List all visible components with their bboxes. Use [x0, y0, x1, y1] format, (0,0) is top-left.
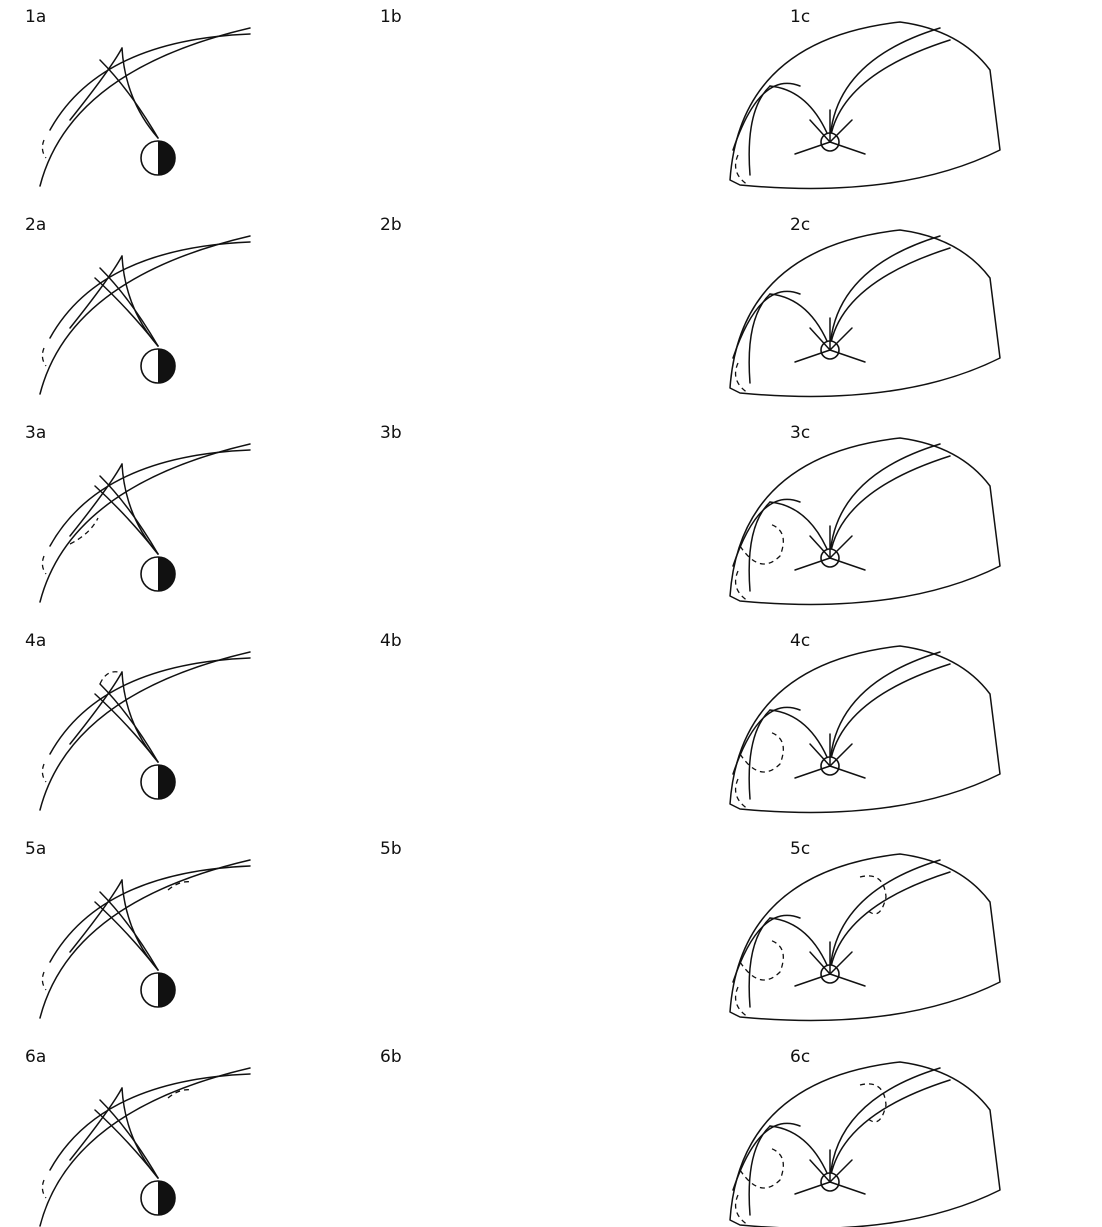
panel-4c: 4c: [790, 575, 1102, 863]
panel-label: 1b: [380, 7, 402, 27]
panel-3a: 3a: [25, 423, 250, 602]
magnetopause-inner-line: [50, 866, 250, 962]
panel-label: 2c: [790, 215, 810, 235]
earth-night-side: [158, 557, 175, 591]
field-line: [749, 86, 770, 175]
reconnection-region: [736, 155, 748, 185]
magnetosphere-outline: [730, 438, 1000, 604]
panel-label: 6b: [380, 1047, 402, 1067]
field-line: [830, 236, 940, 348]
panel-5a: 5a: [25, 839, 250, 1018]
panel-1b: 1b: [380, 7, 1000, 188]
field-line: [749, 1126, 770, 1215]
panel-4b: 4b: [380, 631, 1000, 812]
field-line: [733, 499, 800, 566]
panel-5b: 5b: [380, 839, 1000, 1020]
panel-label: 1a: [25, 7, 46, 27]
field-line: [733, 83, 800, 150]
axis-arrow: [830, 1160, 852, 1182]
panel-label: 6a: [25, 1047, 46, 1067]
panel-label: 5b: [380, 839, 402, 859]
field-line: [830, 28, 940, 140]
panel-label: 3b: [380, 423, 402, 443]
magnetopause-inner-line: [50, 242, 250, 338]
panel-label: 2b: [380, 215, 402, 235]
magnetopause-inner-line: [50, 658, 250, 754]
field-line: [830, 444, 940, 556]
earth-night-side: [158, 765, 175, 799]
panel-6a: 6a: [25, 1047, 250, 1226]
field-line: [733, 915, 800, 982]
axis-arrow: [810, 328, 830, 350]
field-line: [830, 652, 940, 764]
panel-label: 4c: [790, 631, 810, 651]
panel-label: 4a: [25, 631, 46, 651]
panel-2a: 2a: [25, 215, 250, 394]
axis-arrow: [830, 536, 852, 558]
dashed-segment: [168, 1090, 192, 1098]
axis-arrow: [830, 744, 852, 766]
reconnection-region: [736, 987, 748, 1017]
magnetosphere-outline: [730, 1062, 1000, 1227]
dashed-segment: [42, 1180, 46, 1198]
dashed-segment: [168, 882, 192, 890]
reconnection-region: [736, 571, 748, 601]
earth-night-side: [158, 349, 175, 383]
earth-night-side: [158, 141, 175, 175]
panel-2c: 2c: [790, 159, 1102, 447]
dashed-segment: [42, 348, 46, 366]
field-line: [733, 291, 800, 358]
magnetosphere-outline: [730, 22, 1000, 188]
earth-night-side: [158, 1181, 175, 1215]
panel-label: 5a: [25, 839, 46, 859]
magnetosphere-outline: [730, 646, 1000, 812]
field-line: [733, 1123, 800, 1190]
panel-label: 2a: [25, 215, 46, 235]
axis-arrow: [830, 952, 852, 974]
field-line: [733, 707, 800, 774]
field-line: [830, 860, 940, 972]
panel-1a: 1a: [25, 7, 250, 186]
magnetosphere-outline: [730, 854, 1000, 1020]
panel-label: 3a: [25, 423, 46, 443]
dashed-segment: [42, 140, 46, 158]
panel-label: 3c: [790, 423, 810, 443]
field-line: [749, 918, 770, 1007]
dashed-segment: [42, 764, 46, 782]
field-line: [749, 502, 770, 591]
panel-5c: 5c: [790, 783, 1102, 1071]
axis-arrow: [830, 328, 852, 350]
field-line: [749, 710, 770, 799]
reconnection-region: [736, 779, 748, 809]
axis-arrow: [810, 744, 830, 766]
panel-2b: 2b: [380, 215, 1000, 396]
panel-3c: 3c: [790, 367, 1102, 655]
magnetosphere-outline: [730, 230, 1000, 396]
magnetopause-inner-line: [50, 34, 250, 130]
axis-arrow: [810, 1160, 830, 1182]
panel-label: 5c: [790, 839, 810, 859]
reconnection-region: [736, 1195, 748, 1225]
magnetopause-inner-line: [50, 450, 250, 546]
dashed-segment: [42, 972, 46, 990]
panel-label: 6c: [790, 1047, 810, 1067]
field-line: [830, 1068, 940, 1180]
panel-6b: 6b: [380, 1047, 1000, 1227]
panel-3b: 3b: [380, 423, 1000, 604]
panel-6c: 6c: [790, 991, 1102, 1227]
panel-label: 4b: [380, 631, 402, 651]
axis-arrow: [810, 536, 830, 558]
axis-arrow: [830, 120, 852, 142]
reconnection-region: [736, 363, 748, 393]
panel-label: 1c: [790, 7, 810, 27]
dashed-segment: [42, 556, 46, 574]
magnetopause-inner-line: [50, 1074, 250, 1170]
earth-night-side: [158, 973, 175, 1007]
axis-arrow: [810, 120, 830, 142]
axis-arrow: [810, 952, 830, 974]
panel-4a: 4a: [25, 631, 250, 810]
field-line: [749, 294, 770, 383]
